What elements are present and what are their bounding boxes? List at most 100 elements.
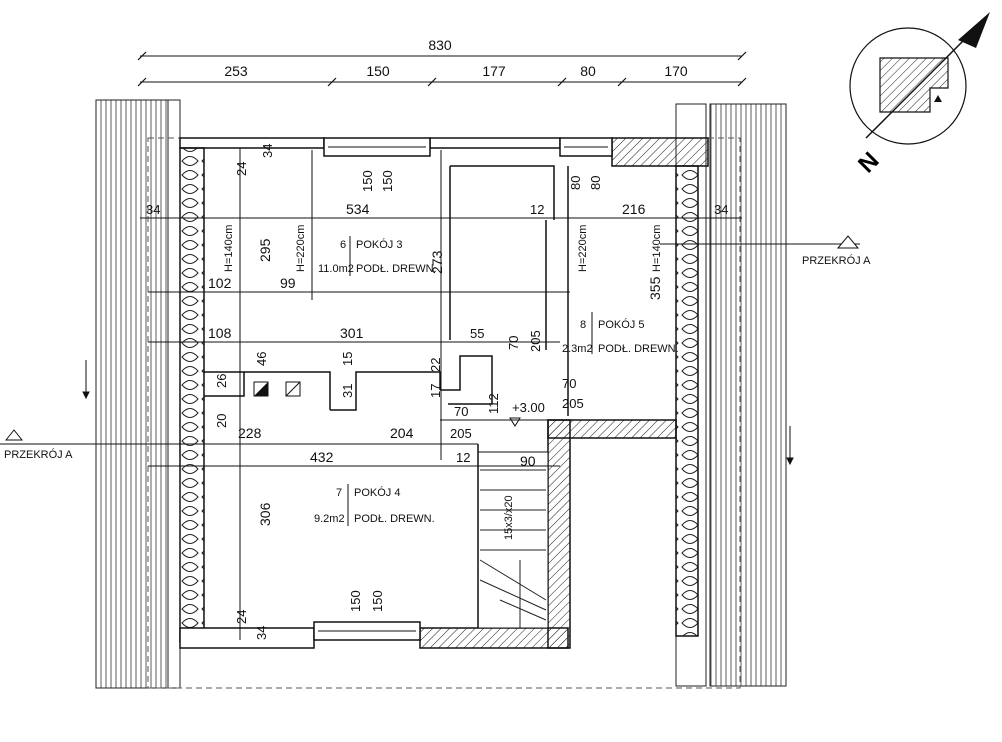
north-arrow-small-icon (934, 95, 942, 102)
dim-24-top: 24 (234, 162, 249, 176)
dimension-lines (0, 55, 860, 640)
dim-204: 204 (390, 425, 414, 441)
dim-12-mid: 12 (456, 450, 470, 465)
dim-80b: 80 (588, 176, 603, 190)
height-220-right: H=220cm (577, 225, 589, 272)
dimension-ticks (137, 51, 747, 87)
svg-text:7: 7 (336, 487, 342, 499)
dim-295: 295 (257, 238, 273, 262)
wall-left-insulation (179, 147, 205, 643)
height-220-left: H=220cm (295, 225, 307, 272)
north-axis (865, 25, 979, 139)
dim-205-b: 205 (450, 426, 472, 441)
dim-top-1: 253 (224, 63, 248, 79)
svg-text:POKÓJ 3: POKÓJ 3 (356, 238, 402, 251)
dim-150b: 150 (380, 170, 395, 192)
dim-70-v: 70 (506, 336, 521, 350)
svg-text:8: 8 (580, 319, 586, 331)
svg-text:PODŁ. DREWN.: PODŁ. DREWN. (356, 263, 437, 275)
dim-55: 55 (470, 326, 484, 341)
dim-273: 273 (429, 250, 445, 274)
dim-24-bot: 24 (234, 610, 249, 624)
room-label-pokoj-4: 7 POKÓJ 4 9.2m2 PODŁ. DREWN. (314, 484, 435, 526)
roof-left (95, 99, 171, 689)
north-arrow-icon (958, 12, 990, 48)
dim-102: 102 (208, 275, 232, 291)
dim-17: 17 (428, 384, 443, 398)
dim-150d: 150 (370, 590, 385, 612)
dim-355: 355 (647, 276, 663, 300)
section-marker-left (4, 429, 24, 441)
svg-text:2.3m2: 2.3m2 (562, 343, 593, 355)
dim-34-left: 34 (146, 202, 160, 217)
dim-90: 90 (520, 453, 536, 469)
section-label-right: PRZEKRÓJ A (802, 254, 871, 267)
dim-26: 26 (214, 374, 229, 388)
partitions (204, 165, 569, 628)
dim-top-3: 177 (482, 63, 506, 79)
dim-306: 306 (257, 502, 273, 526)
wall-top-mid (429, 137, 561, 149)
dim-205-v: 205 (528, 330, 543, 352)
north-label: N (853, 147, 884, 178)
room-label-pokoj-3: 6 POKÓJ 3 11.0m2 PODŁ. DREWN. (318, 236, 437, 276)
dim-150c: 150 (348, 590, 363, 612)
dim-108: 108 (208, 325, 232, 341)
dim-34-top: 34 (260, 144, 275, 158)
section-label-left: PRZEKRÓJ A (4, 448, 73, 461)
wall-top-left (179, 137, 325, 149)
svg-text:9.2m2: 9.2m2 (314, 513, 345, 525)
section-marker-right (836, 235, 860, 249)
wall-bottom-left (179, 627, 315, 649)
dim-22: 22 (428, 358, 443, 372)
dim-216: 216 (622, 201, 646, 217)
svg-text:PODŁ. DREWN.: PODŁ. DREWN. (354, 513, 435, 525)
stair-treads (479, 469, 547, 628)
stair-wall-left (547, 419, 571, 649)
dim-top-5: 170 (664, 63, 688, 79)
dim-228: 228 (238, 425, 262, 441)
svg-text:PODŁ. DREWN.: PODŁ. DREWN. (598, 343, 679, 355)
dim-70-b: 70 (454, 404, 468, 419)
level-triangle (509, 417, 521, 427)
stairs-label: 15x3/x20 (503, 495, 515, 540)
dim-112: 112 (486, 393, 501, 414)
dim-80a: 80 (568, 176, 583, 190)
dim-534: 534 (346, 201, 370, 217)
dim-34-right: 34 (714, 202, 728, 217)
dim-34-bot: 34 (254, 626, 269, 640)
dim-31: 31 (340, 384, 355, 398)
dim-301: 301 (340, 325, 364, 341)
dim-70-a: 70 (562, 376, 576, 391)
north-building-icon (879, 57, 949, 113)
dim-99: 99 (280, 275, 296, 291)
room-label-pokoj-5: 8 POKÓJ 5 2.3m2 PODŁ. DREWN. (562, 312, 679, 355)
roof-right (709, 103, 787, 687)
height-140-left: H=140cm (223, 225, 235, 272)
stair-well (477, 451, 549, 629)
dim-top-4: 80 (580, 63, 596, 79)
roof-left-edge (167, 99, 181, 689)
level-mark: +3.00 (512, 400, 545, 415)
svg-text:POKÓJ 5: POKÓJ 5 (598, 318, 644, 331)
wall-top-right (611, 137, 709, 167)
svg-text:11.0m2: 11.0m2 (318, 263, 354, 275)
dim-205-a: 205 (562, 396, 584, 411)
dim-top-2: 150 (366, 63, 390, 79)
dim-150a: 150 (360, 170, 375, 192)
wall-right-insulation (675, 165, 699, 637)
height-140-right: H=140cm (651, 225, 663, 272)
outline-dashed (147, 137, 741, 689)
dim-20: 20 (214, 414, 229, 428)
wall-bottom-right (419, 627, 569, 649)
dim-overall: 830 (428, 37, 452, 53)
stair-wall-top (547, 419, 677, 439)
dim-15: 15 (340, 352, 355, 366)
dim-12-top: 12 (530, 202, 544, 217)
svg-text:POKÓJ 4: POKÓJ 4 (354, 486, 400, 499)
dim-46: 46 (254, 352, 269, 366)
slope-arrows (82, 360, 794, 466)
svg-text:6: 6 (340, 239, 346, 251)
dim-432: 432 (310, 449, 334, 465)
